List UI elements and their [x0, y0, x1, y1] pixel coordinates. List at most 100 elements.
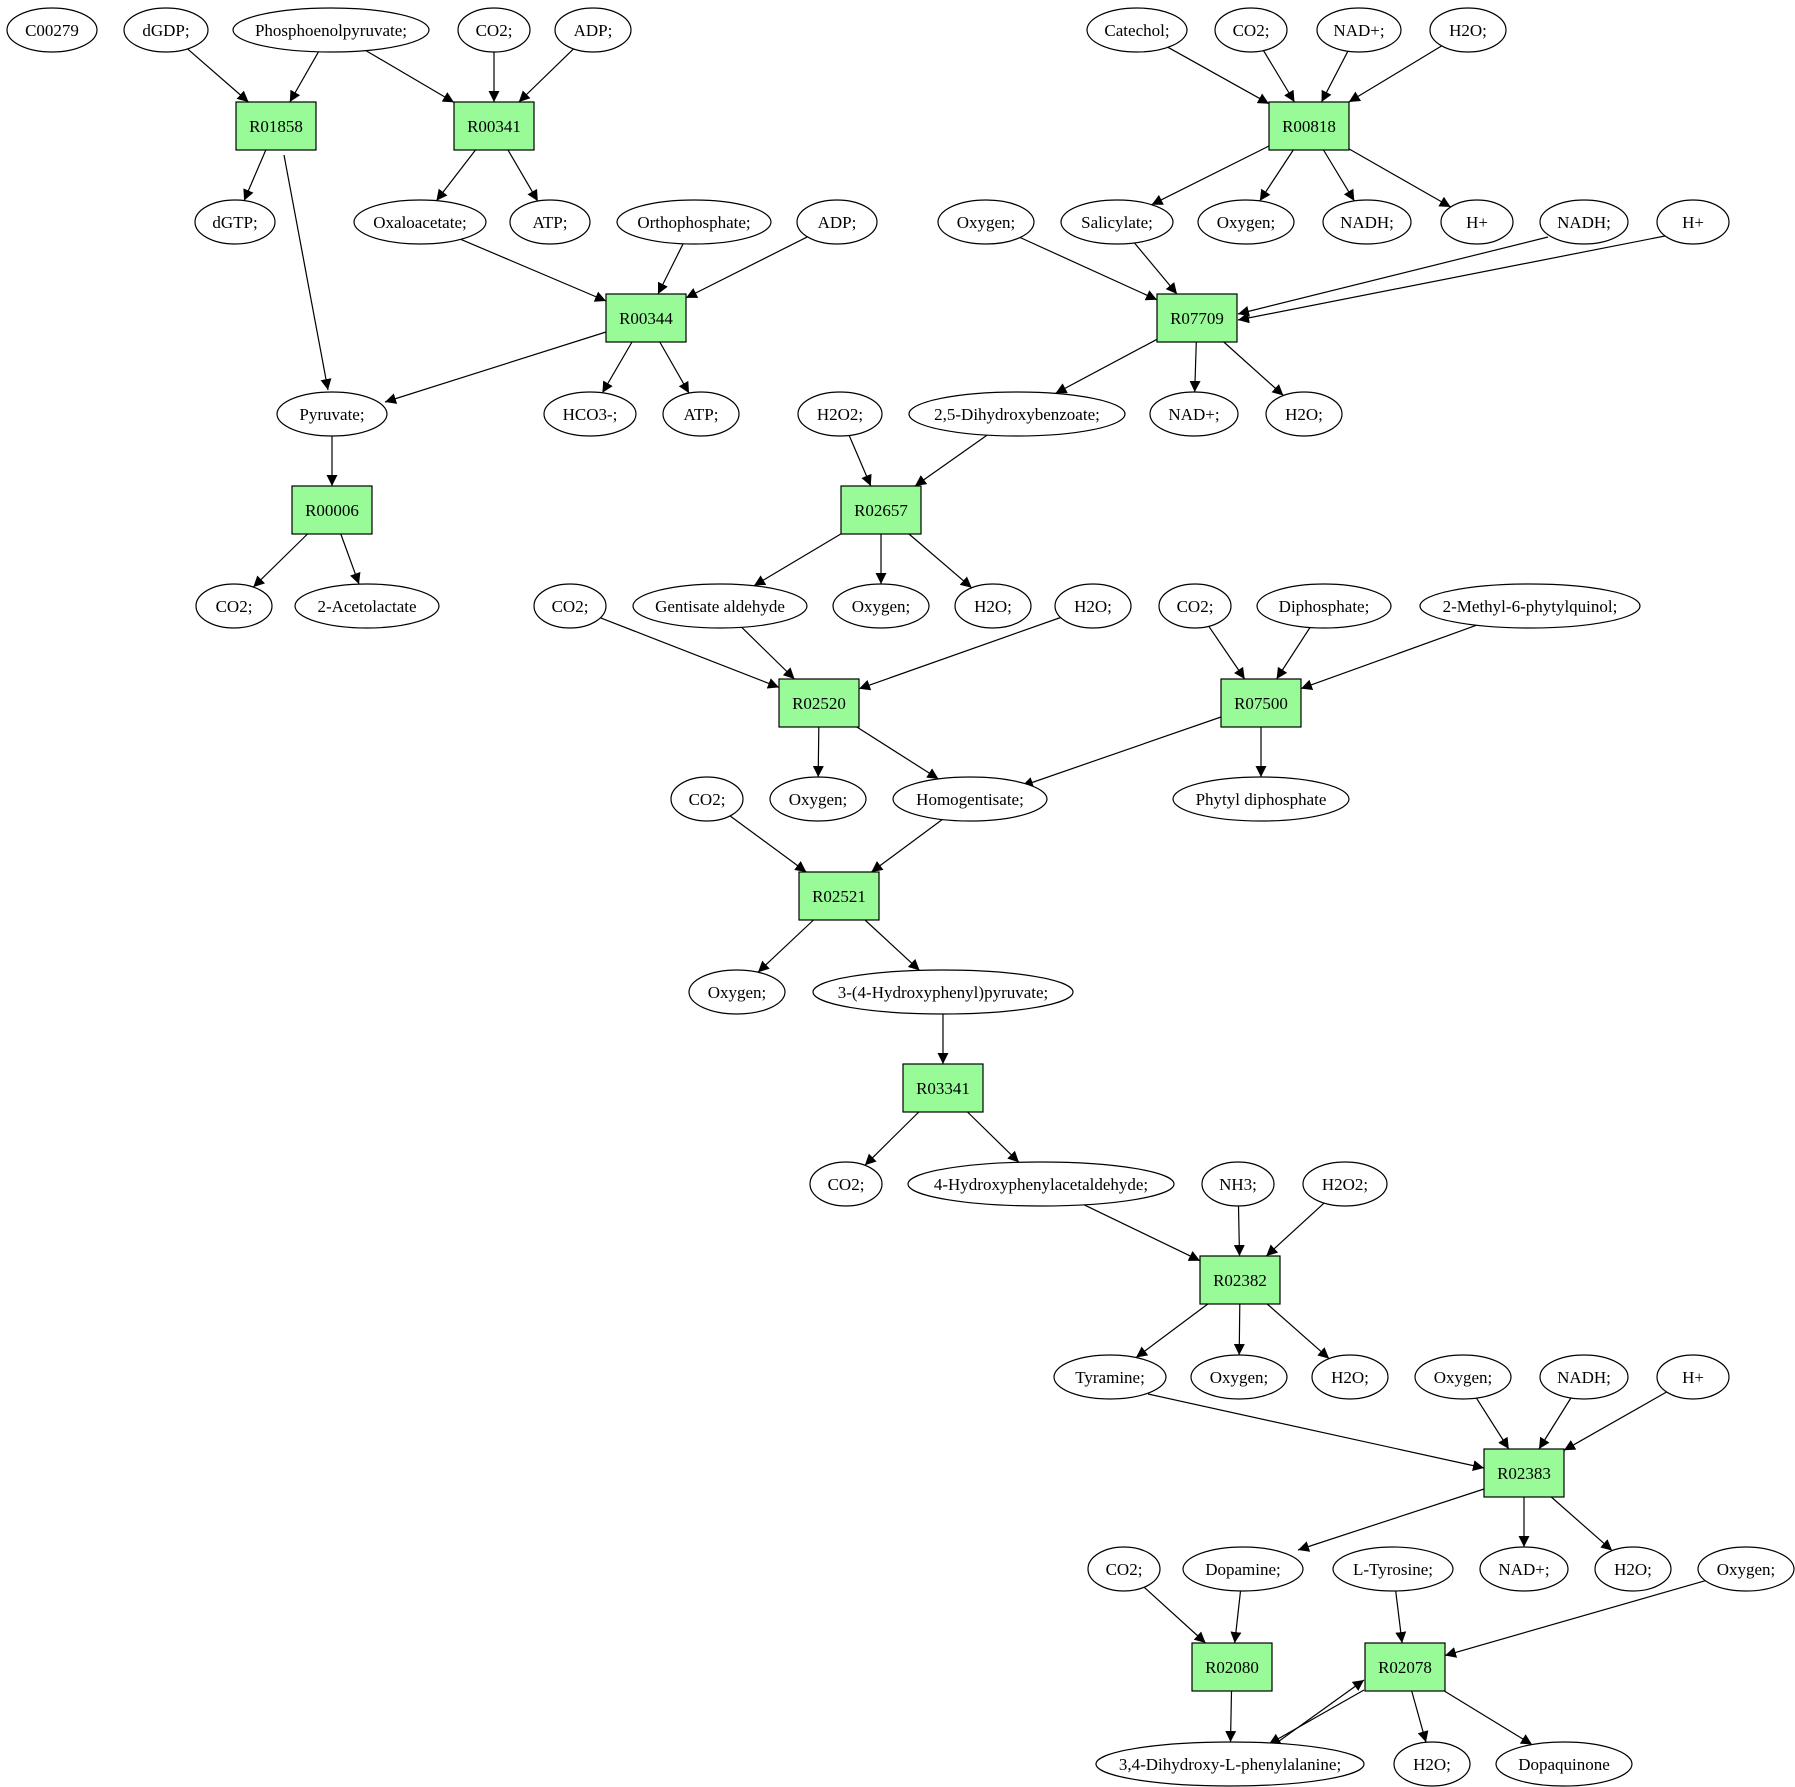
compound-node-c37: 2-Methyl-6-phytylquinol; [1419, 583, 1641, 629]
node-label: dGTP; [212, 213, 257, 232]
edge-c2-to-r2 [365, 50, 455, 103]
reaction-box [235, 101, 317, 151]
edge-c56-to-r15 [1395, 1590, 1407, 1644]
compound-ellipse [1060, 199, 1174, 245]
edge-c34-to-r8 [858, 616, 1061, 691]
node-label: CO2; [1106, 1560, 1143, 1579]
compound-node-c61: H2O; [1393, 1741, 1471, 1787]
node-label: L-Tyrosine; [1353, 1560, 1433, 1579]
compound-node-c1: dGDP; [123, 7, 209, 53]
reaction-node-r8: R02520 [778, 678, 860, 728]
edge-r8-to-c39 [812, 726, 824, 778]
reaction-box [1191, 1642, 1273, 1692]
edge-c19-to-r5 [1237, 236, 1549, 317]
compound-ellipse [1201, 1161, 1275, 1207]
compound-node-c43: 3-(4-Hydroxyphenyl)pyruvate; [812, 969, 1074, 1015]
compound-ellipse [509, 199, 591, 245]
compound-node-c54: CO2; [1087, 1546, 1161, 1592]
edge-c46-to-r12 [1233, 1205, 1245, 1257]
edge-r2-to-c11 [507, 149, 539, 202]
node-label: dGDP; [142, 21, 189, 40]
node-label: Diphosphate; [1279, 597, 1370, 616]
compound-ellipse [1429, 7, 1507, 53]
edge-c24-to-r7 [848, 435, 872, 487]
compound-node-c36: Diphosphate; [1256, 583, 1392, 629]
compound-ellipse [276, 391, 388, 437]
compound-ellipse [1086, 7, 1188, 53]
edge-r12-to-c48 [1135, 1303, 1209, 1358]
node-label: NADH; [1557, 213, 1611, 232]
edge-c1-to-r1 [187, 48, 249, 103]
node-label: Oxygen; [708, 983, 767, 1002]
compound-ellipse [195, 583, 273, 629]
node-label: R07709 [1170, 309, 1224, 328]
compound-node-c34: H2O; [1054, 583, 1132, 629]
edge-c15-to-r5 [1133, 242, 1178, 295]
compound-node-c8: H2O; [1429, 7, 1507, 53]
reaction-box [778, 678, 860, 728]
edge-c51-to-r13 [1475, 1397, 1510, 1450]
compound-node-c47: H2O2; [1302, 1161, 1388, 1207]
reaction-box [1483, 1448, 1565, 1498]
compound-node-c57: NAD+; [1479, 1546, 1569, 1592]
edge-r13-to-c55 [1297, 1488, 1485, 1552]
edge-c40-to-r10 [871, 819, 943, 873]
compound-node-c16: Oxygen; [1197, 199, 1295, 245]
edge-r7-to-c31 [753, 533, 842, 587]
compound-ellipse [1697, 1546, 1795, 1592]
reaction-box [291, 485, 373, 535]
edge-c35-to-r9 [1208, 625, 1246, 680]
reaction-box [1156, 293, 1238, 343]
compound-ellipse [907, 1161, 1175, 1207]
node-label: Orthophosphate; [637, 213, 750, 232]
node-label: R02520 [792, 694, 846, 713]
compound-node-c33: H2O; [954, 583, 1032, 629]
edge-r4-to-c22 [601, 341, 633, 394]
node-label: CO2; [689, 790, 726, 809]
edge-c31-to-r8 [741, 626, 795, 680]
compound-ellipse [1302, 1161, 1388, 1207]
edge-r6-to-c28 [252, 533, 308, 588]
reaction-node-r2: R00341 [453, 101, 535, 151]
reaction-node-r12: R02382 [1199, 1255, 1281, 1305]
compound-ellipse [1095, 1741, 1365, 1787]
edge-r11-to-c45 [967, 1111, 1020, 1163]
compound-ellipse [632, 583, 808, 629]
node-label: H2O2; [1322, 1175, 1368, 1194]
node-label: Oxygen; [789, 790, 848, 809]
node-label: 2-Acetolactate [317, 597, 416, 616]
node-label: H+ [1682, 213, 1704, 232]
edge-r4-to-c23 [659, 341, 690, 394]
compound-ellipse [353, 199, 487, 245]
reaction-node-r4: R00344 [605, 293, 687, 343]
node-label: Oxygen; [1717, 1560, 1776, 1579]
node-label: R02657 [854, 501, 908, 520]
compound-node-c3: CO2; [457, 7, 531, 53]
edge-layer [187, 45, 1706, 1746]
compound-ellipse [6, 7, 98, 53]
node-label: 3-(4-Hydroxyphenyl)pyruvate; [838, 983, 1049, 1002]
node-label: NAD+; [1333, 21, 1384, 40]
edge-c48-to-r13 [1147, 1393, 1485, 1472]
compound-node-c22: HCO3-; [543, 391, 637, 437]
edge-r15-to-c61 [1411, 1690, 1429, 1743]
node-label: H2O; [1614, 1560, 1652, 1579]
reaction-node-r7: R02657 [840, 485, 922, 535]
reaction-box [605, 293, 687, 343]
edge-c38-to-r10 [729, 815, 807, 873]
compound-ellipse [1265, 391, 1343, 437]
node-label: H2O; [1331, 1368, 1369, 1387]
node-label: R00006 [305, 501, 359, 520]
edge-c13-to-r4 [685, 236, 808, 299]
edge-c54-to-r14 [1143, 1586, 1207, 1644]
edge-c52-to-r13 [1538, 1397, 1572, 1450]
compound-node-c56: L-Tyrosine; [1332, 1546, 1454, 1592]
compound-ellipse [908, 391, 1126, 437]
compound-ellipse [1053, 1354, 1167, 1400]
edge-r5-to-c26 [1189, 341, 1201, 393]
compound-ellipse [1594, 1546, 1672, 1592]
compound-ellipse [232, 7, 430, 53]
compound-node-c44: CO2; [809, 1161, 883, 1207]
node-label: NAD+; [1498, 1560, 1549, 1579]
edge-c5-to-r3 [1167, 46, 1270, 105]
